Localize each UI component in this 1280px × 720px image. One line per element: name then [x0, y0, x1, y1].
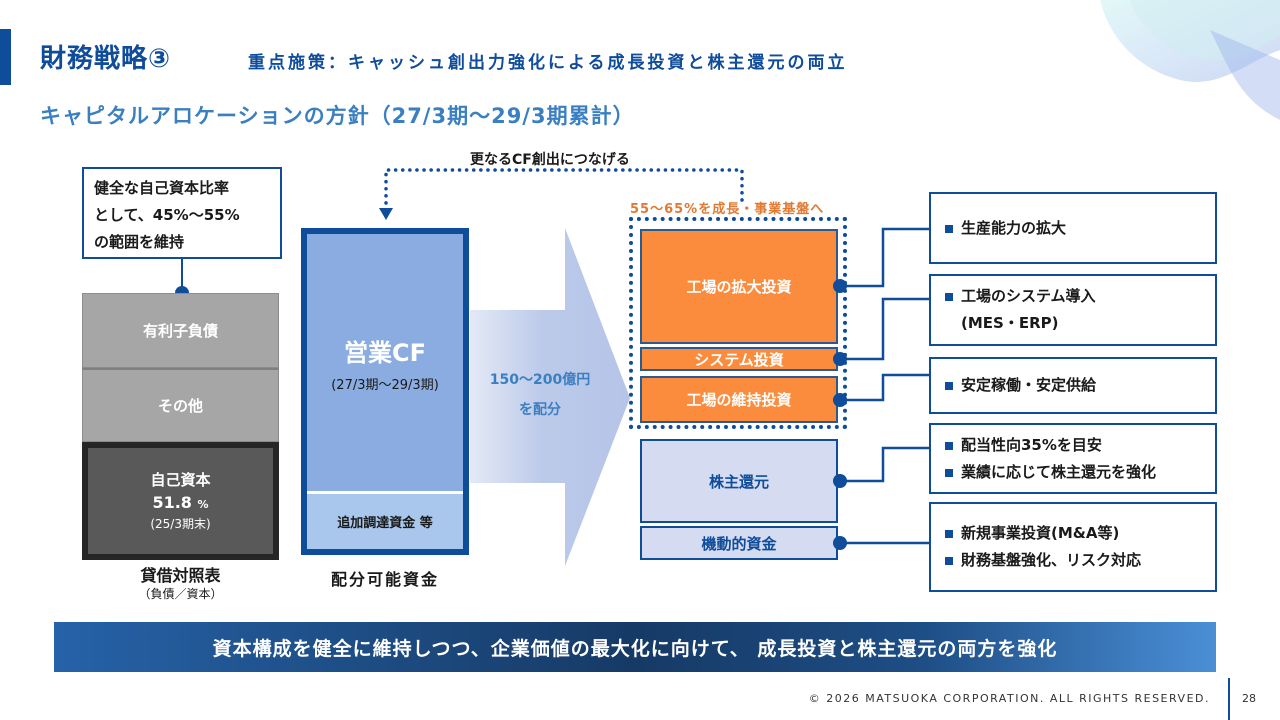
equity-label: 自己資本: [150, 470, 211, 489]
alloc-shareholder-return: 株主還元: [640, 439, 838, 523]
summary-banner: 資本構成を健全に維持しつつ、企業価値の最大化に向けて、 成長投資と株主還元の両方…: [54, 622, 1216, 672]
equity-ratio-note: 健全な自己資本比率 として、45%～55% の範囲を維持: [82, 167, 282, 259]
note-line: 健全な自己資本比率: [94, 179, 230, 197]
alloc-system-investment: システム投資: [640, 347, 838, 371]
bullet-square-icon: [945, 557, 953, 565]
equity-ratio-value: 51.8 %: [152, 493, 209, 513]
note-line: の範囲を維持: [94, 233, 185, 251]
bullet-square-icon: [945, 382, 953, 390]
detail-box-system: 工場のシステム導入 (MES・ERP): [929, 274, 1217, 346]
equity-period-note: (25/3期末): [150, 517, 211, 532]
arrow-down-icon: [379, 208, 393, 220]
bullet-square-icon: [945, 224, 953, 233]
decorative-wave-graphic: [1100, 0, 1280, 120]
allocation-amount: 150～200億円 を配分: [489, 372, 591, 418]
alloc-flexible-funds: 機動的資金: [640, 526, 838, 560]
title-accent-bar: [0, 29, 11, 85]
page-title: 財務戦略③: [40, 44, 172, 74]
detail-box-capacity: 生産能力の拡大: [929, 192, 1217, 264]
distributable-funds-box: 営業CF (27/3期～29/3期) 追加調達資金 等: [301, 228, 469, 555]
balance-sheet: 有利子負債 その他 自己資本 51.8 % (25/3期末): [82, 293, 279, 560]
detail-box-maintenance: 安定稼働・安定供給: [929, 357, 1217, 414]
loop-label: 更なるCF創出につなげる: [470, 152, 630, 168]
note-line: として、45%～55%: [94, 206, 240, 224]
page-subtitle: 重点施策：キャッシュ創出力強化による成長投資と株主還元の両立: [248, 53, 848, 73]
section-title: キャピタルアロケーションの方針（27/3期～29/3期累計）: [40, 104, 635, 128]
bullet-square-icon: [945, 293, 953, 301]
bullet-square-icon: [945, 441, 953, 450]
bs-interest-bearing-debt: 有利子負債: [82, 293, 279, 368]
copyright: © 2026 MATSUOKA CORPORATION. ALL RIGHTS …: [808, 692, 1210, 705]
alloc-factory-expansion: 工場の拡大投資: [640, 229, 838, 344]
bullet-square-icon: [945, 468, 953, 477]
bs-equity: 自己資本 51.8 % (25/3期末): [82, 442, 279, 560]
page-number: 28: [1242, 692, 1256, 705]
distributable-funds-caption: 配分可能資金: [330, 570, 439, 589]
footer-divider: [1228, 678, 1230, 720]
detail-box-flexible: 新規事業投資(M&A等) 財務基盤強化、リスク対応: [929, 502, 1217, 592]
detail-box-shareholder: 配当性向35%を目安 業績に応じて株主還元を強化: [929, 423, 1217, 494]
allocation-arrow-icon: [470, 228, 630, 566]
balance-sheet-caption: 貸借対照表 （負債／資本）: [138, 566, 223, 601]
note-connector: [181, 259, 183, 293]
growth-allocation-label: 55～65%を成長・事業基盤へ: [630, 202, 825, 217]
operating-cf: 営業CF (27/3期～29/3期): [331, 339, 439, 393]
additional-funding: 追加調達資金 等: [307, 491, 463, 549]
bullet-square-icon: [945, 530, 953, 538]
bs-other-liabilities: その他: [82, 368, 279, 442]
alloc-factory-maintenance: 工場の維持投資: [640, 376, 838, 423]
